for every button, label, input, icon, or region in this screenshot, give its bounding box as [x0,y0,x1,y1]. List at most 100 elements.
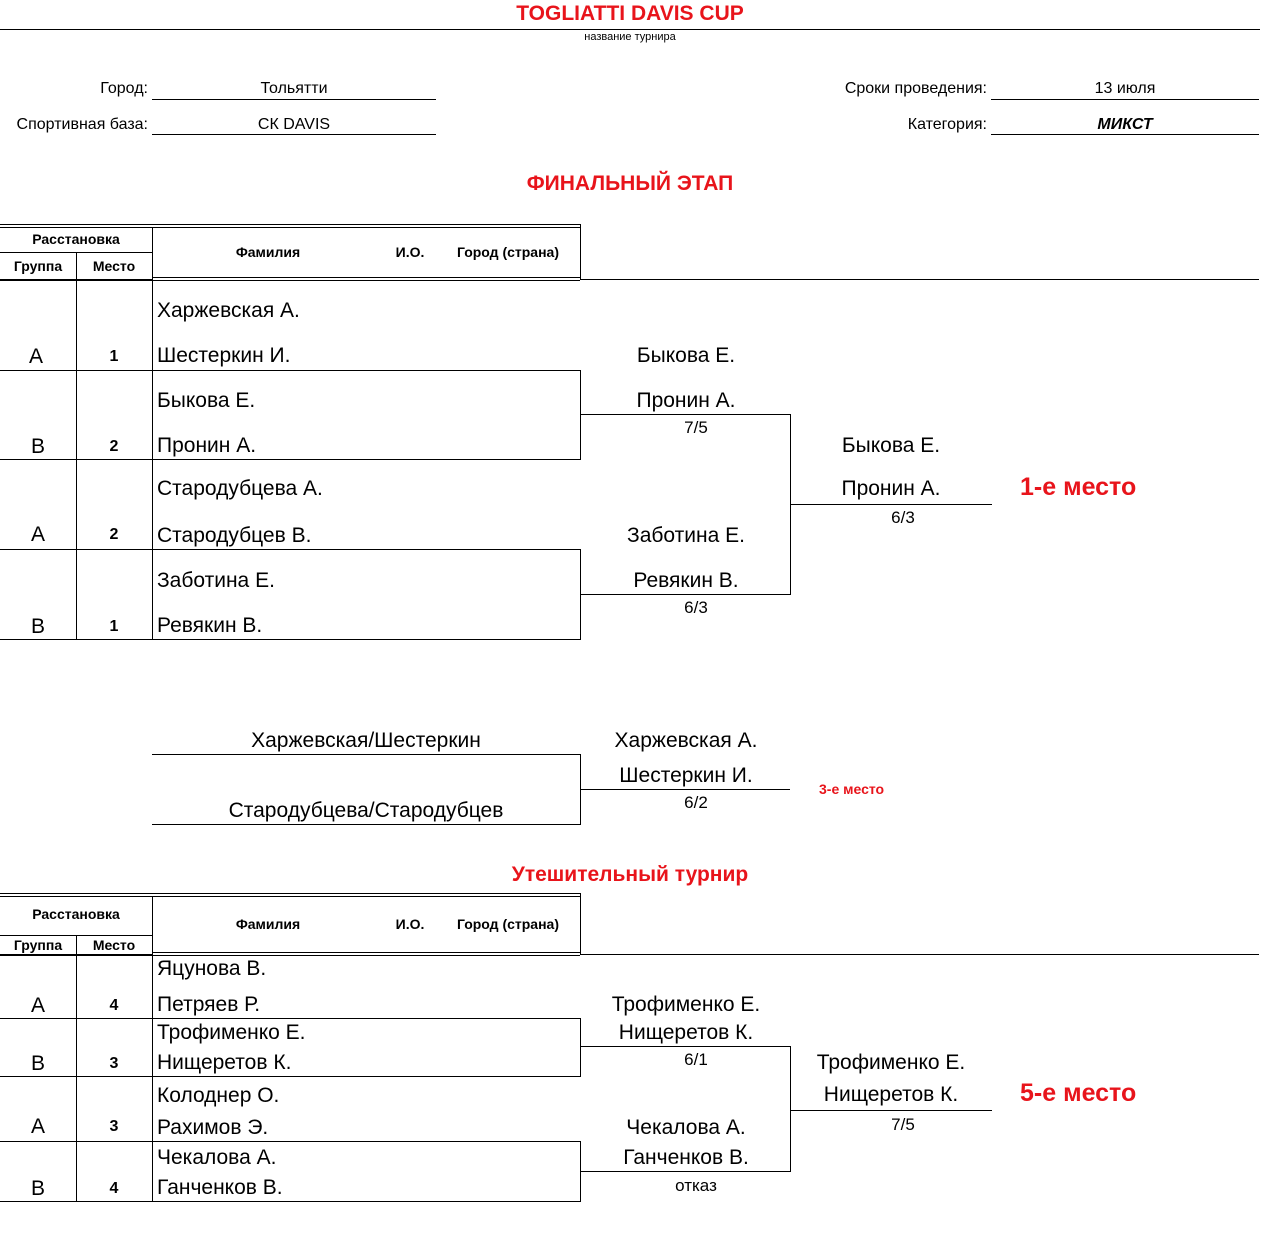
entry-place: 1 [109,348,119,365]
section-rule [580,279,1259,280]
semifinal-winner: Трофименко Е. [611,993,761,1016]
city-label: Город: [100,80,148,97]
header-city: Город (страна) [456,244,560,260]
table-header-divider [152,228,153,280]
match-score: 6/3 [684,598,708,617]
third-place-team: Стародубцева/Стародубцев [228,799,504,822]
entry-group: A [28,345,43,368]
table-header-bottom-thick [0,279,152,281]
bracket-line [580,1171,790,1172]
player-name: Шестеркин И. [157,344,291,367]
player-name: Заботина Е. [157,569,275,592]
table-header-bottom-border [152,952,580,956]
bracket-line [152,754,580,755]
city-value: Тольятти [260,80,328,97]
row-divider [0,370,580,371]
entry-group: A [30,1115,45,1138]
match-score: отказ [675,1176,717,1195]
semifinal-winner: Заботина Е. [627,524,745,547]
header-surname: Фамилия [235,244,301,260]
bracket-line [580,414,790,415]
dates-value: 13 июля [1094,80,1156,97]
bracket-line [580,594,790,595]
third-place-team: Харжевская/Шестеркин [251,729,481,752]
table-header-bottom-thick [0,954,152,956]
table-header-right-border [580,224,581,280]
player-name: Петряев Р. [157,993,261,1016]
header-place: Место [92,258,136,274]
final-winner: Пронин А. [841,477,941,500]
group-column-line [76,956,77,1201]
header-seeding: Расстановка [32,906,120,922]
category-value: МИКСТ [1097,116,1153,133]
entry-place: 3 [109,1055,119,1072]
bracket-line [580,1046,790,1047]
bracket-line [790,1110,992,1111]
header-group: Группа [13,258,63,274]
title-underline [0,29,1260,30]
first-place-label: 1-е место [1020,473,1137,501]
header-place: Место [92,937,136,953]
entry-place: 4 [109,1180,119,1197]
match-score: 6/1 [684,1050,708,1069]
final-winner: Трофименко Е. [816,1051,966,1074]
dates-underline [991,99,1259,100]
player-name: Трофименко Е. [157,1021,306,1044]
entry-group: A [30,994,45,1017]
entry-group: B [30,1177,45,1200]
section-rule [580,954,1259,955]
venue-label: Спортивная база: [16,116,148,133]
entry-place: 3 [109,1118,119,1135]
row-divider [0,1018,580,1019]
table-header-group-divider [76,252,77,280]
table-header-top-border [0,893,580,897]
semifinal-winner: Быкова Е. [636,344,736,367]
tournament-subtitle: название турнира [584,31,676,43]
player-name: Пронин А. [157,434,257,457]
table-header-top-border [0,224,580,228]
semifinal-winner: Чекалова А. [626,1116,746,1139]
third-place-winner: Шестеркин И. [619,764,753,787]
consolation-title: Утешительный турнир [511,863,749,886]
entry-group: B [30,615,45,638]
player-name: Яцунова В. [157,957,267,980]
category-underline [991,134,1259,135]
header-surname: Фамилия [235,916,301,932]
third-place-winner: Харжевская А. [614,729,758,752]
dates-label: Сроки проведения: [844,80,987,97]
player-name: Ревякин В. [157,614,263,637]
bracket-line [790,1046,791,1172]
entry-place: 2 [109,526,119,543]
bracket-line [580,1018,581,1077]
player-name: Колоднер О. [157,1084,280,1107]
match-score: 7/5 [891,1115,915,1134]
bracket-line [580,789,790,790]
player-name: Стародубцева А. [157,477,323,500]
city-underline [152,99,436,100]
final-winner: Быкова Е. [841,434,941,457]
table-header-right-border [580,893,581,955]
semifinal-winner: Ганченков В. [623,1146,749,1169]
match-score: 6/2 [684,793,708,812]
bracket-line [152,824,580,825]
table-header-divider [152,897,153,955]
semifinal-winner: Пронин А. [636,389,736,412]
player-name: Нищеретов К. [157,1051,292,1074]
player-name: Стародубцев В. [157,524,312,547]
entry-group: B [30,435,45,458]
player-name: Чекалова А. [157,1146,277,1169]
header-city: Город (страна) [456,916,560,932]
fifth-place-label: 5-е место [1020,1079,1137,1107]
row-divider [0,639,580,640]
entry-place: 1 [109,618,119,635]
player-name: Быкова Е. [157,389,256,412]
player-name: Рахимов Э. [157,1116,269,1139]
player-name: Харжевская А. [157,299,300,322]
venue-value: СК DAVIS [257,116,331,133]
entry-group: A [30,523,45,546]
row-divider [0,1141,580,1142]
entry-group: B [30,1052,45,1075]
group-column-line [76,281,77,640]
entry-place: 2 [109,438,119,455]
venue-underline [152,134,436,135]
